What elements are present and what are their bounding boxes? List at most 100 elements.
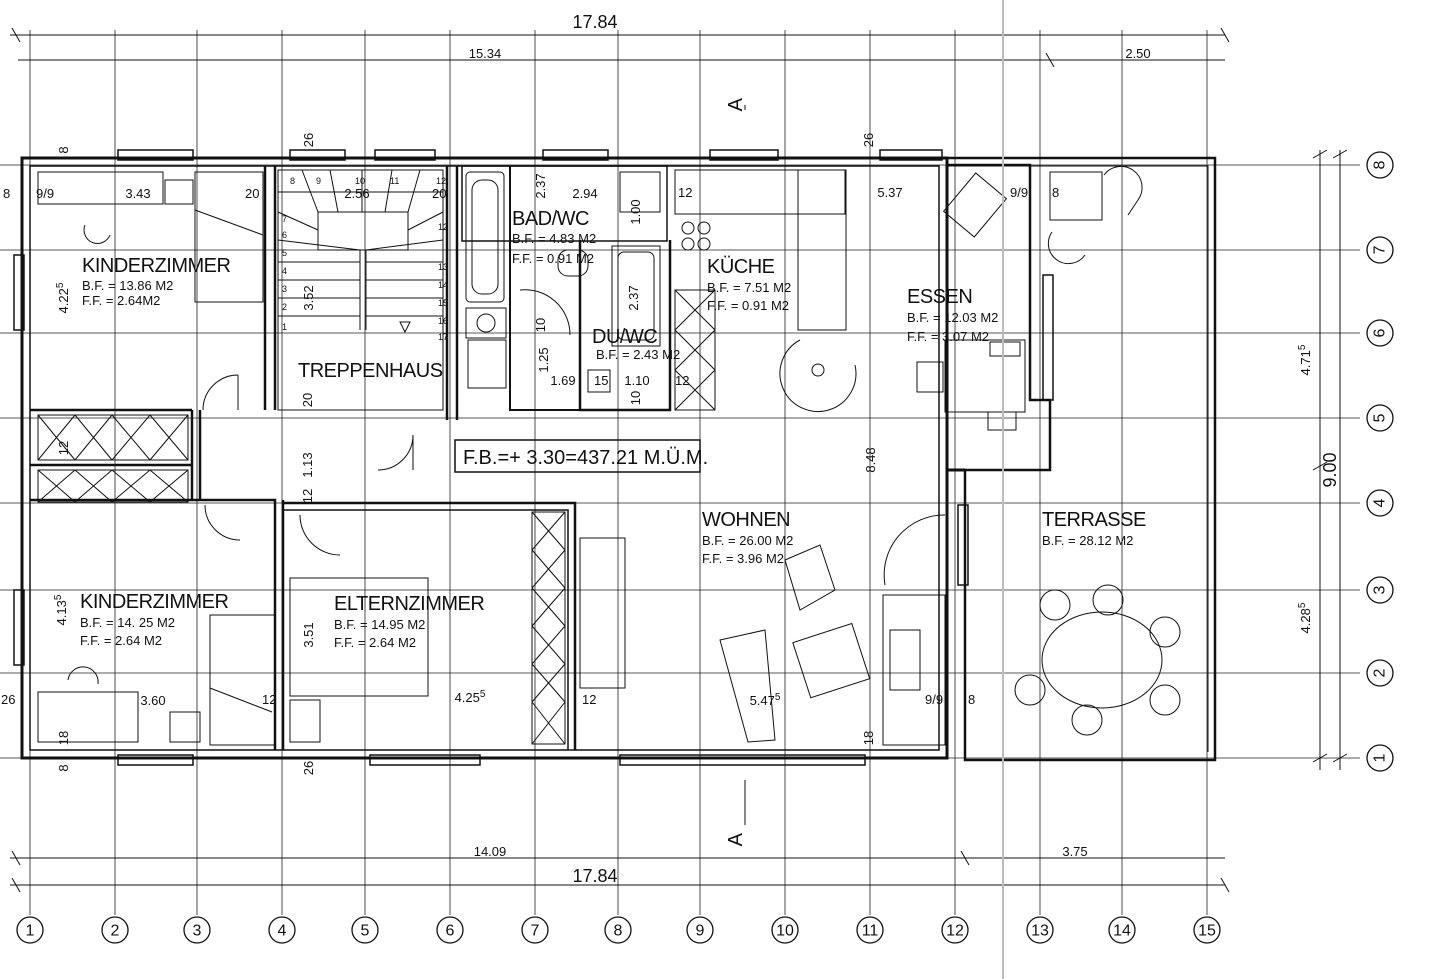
axis-label-bottom: 5 (361, 923, 370, 940)
wall-99-wohnen: 9/9 (925, 692, 943, 707)
axis-label-bottom: 9 (696, 923, 705, 940)
room-bf: B.F. = 13.86 M2 (82, 278, 173, 293)
svg-text:2: 2 (282, 302, 287, 312)
k1-height: 4.225 (55, 282, 71, 313)
axis-circle (268, 916, 296, 944)
svg-text:8: 8 (290, 176, 295, 186)
du-height: 2.37 (626, 285, 641, 310)
wall-26-left: 26 (1, 692, 15, 707)
svg-text:5: 5 (282, 248, 287, 258)
wall-12-du: 12 (675, 373, 689, 388)
axis-circle (1366, 236, 1394, 264)
svg-text:6: 6 (282, 230, 287, 240)
wall-8-left: 8 (3, 186, 10, 201)
axis-label-bottom: 14 (1113, 923, 1131, 940)
room-bf: B.F. = 28.12 M2 (1042, 533, 1133, 548)
room-ff: F.F. = 3.07 M2 (907, 329, 989, 344)
axis-grid (0, 30, 1360, 915)
room-name: ELTERNZIMMER (334, 593, 484, 615)
room-name: KINDERZIMMER (80, 591, 229, 613)
dim-right-total: 9.00 (1320, 452, 1340, 487)
wall-12-kueche: 12 (678, 185, 692, 200)
axis-circle (941, 916, 969, 944)
axis-label-right: 5 (1372, 413, 1389, 422)
k2-width: 3.60 (140, 693, 165, 708)
dimension-labels: 17.84 15.34 2.50 14.09 3.75 17.84 9.00 4… (1, 12, 1340, 886)
svg-text:15: 15 (438, 298, 448, 308)
wall-8-top: 8 (56, 146, 71, 153)
dim-top-main: 15.34 (469, 46, 502, 61)
svg-text:7: 7 (282, 214, 287, 224)
axis-circle (1366, 489, 1394, 517)
svg-text:12: 12 (436, 176, 446, 186)
axis-label-bottom: 8 (614, 923, 623, 940)
room-essen: ESSEN B.F. = 12.03 M2 F.F. = 3.07 M2 (907, 286, 998, 344)
hall-113: 1.13 (300, 452, 315, 477)
room-kueche: KÜCHE B.F. = 7.51 M2 F.F. = 0.91 M2 (707, 256, 791, 313)
svg-text:11: 11 (390, 176, 399, 186)
svg-text:10: 10 (355, 176, 365, 186)
dim-right-upper: 4.715 (1297, 344, 1313, 375)
k1-width: 3.43 (125, 186, 150, 201)
room-kinderzimmer-2: KINDERZIMMER B.F. = 14. 25 M2 F.F. = 2.6… (80, 591, 229, 648)
room-ff: F.F. = 2.64M2 (82, 293, 160, 308)
svg-text:9: 9 (316, 176, 321, 186)
svg-text:1: 1 (282, 322, 287, 332)
overall-width-top: 17.84 (572, 12, 617, 32)
dim-169: 1.69 (550, 373, 575, 388)
stair-length: 3.52 (301, 285, 316, 310)
axis-circle (1366, 659, 1394, 687)
axis-label-bottom: 11 (862, 923, 879, 940)
eltern-height: 3.51 (301, 622, 316, 647)
room-bf: B.F. = 14.95 M2 (334, 617, 425, 632)
axis-circle (351, 916, 379, 944)
room-bf: B.F. = 26.00 M2 (702, 533, 793, 548)
axis-label-bottom: 1 (26, 923, 35, 940)
overall-width-bottom: 17.84 (572, 866, 617, 886)
furniture (37, 165, 1181, 746)
section-marker-bottom: A (725, 832, 747, 846)
axis-label-right: 6 (1372, 328, 1389, 337)
wall-20-stair-bottom: 20 (300, 393, 315, 407)
room-name: WOHNEN (702, 509, 790, 531)
k2-height: 4.135 (53, 594, 69, 625)
axis-label-bottom: 6 (446, 923, 455, 940)
room-ff: F.F. = 2.64 M2 (334, 635, 416, 650)
room-kinderzimmer-1: KINDERZIMMER B.F. = 13.86 M2 F.F. = 2.64… (82, 255, 231, 308)
eltern-width: 4.255 (455, 689, 486, 705)
wall-20-k1: 20 (245, 186, 259, 201)
room-name: BAD/WC (512, 208, 589, 230)
room-treppenhaus: TREPPENHAUS (298, 360, 443, 382)
room-name: TERRASSE (1042, 509, 1146, 531)
wall-18-wohnen: 18 (861, 731, 876, 745)
kueche-width: 5.37 (877, 185, 902, 200)
dimension-lines (10, 27, 1348, 893)
axis-circle (521, 916, 549, 944)
svg-text:3: 3 (282, 284, 287, 294)
axis-label-bottom: 13 (1031, 923, 1049, 940)
floor-level-text: F.B.=+ 3.30=437.21 M.Ü.M. (463, 447, 708, 469)
svg-text:17: 17 (438, 332, 448, 342)
wall-20-stair: 20 (432, 186, 446, 201)
staircase (277, 169, 444, 411)
axis-circle (1366, 151, 1394, 179)
room-ff: F.F. = 0.91 M2 (512, 251, 594, 266)
room-bf: B.F. = 2.43 M2 (596, 347, 680, 362)
axis-circle (183, 916, 211, 944)
wall-18-k2: 18 (56, 731, 71, 745)
room-name: KINDERZIMMER (82, 255, 231, 277)
svg-text:14: 14 (438, 280, 448, 290)
svg-text:12: 12 (438, 222, 448, 232)
bad-height: 2.37 (533, 173, 548, 198)
room-ff: F.F. = 2.64 M2 (80, 633, 162, 648)
room-bf: B.F. = 12.03 M2 (907, 310, 998, 325)
wall-8-wohnen: 8 (968, 692, 975, 707)
axis-circle (436, 916, 464, 944)
wall-12-eltern: 12 (300, 489, 315, 503)
axis-circle (1366, 319, 1394, 347)
svg-text:16: 16 (438, 316, 448, 326)
wall-99-left: 9/9 (36, 186, 54, 201)
axis-label-right: 2 (1372, 668, 1389, 677)
